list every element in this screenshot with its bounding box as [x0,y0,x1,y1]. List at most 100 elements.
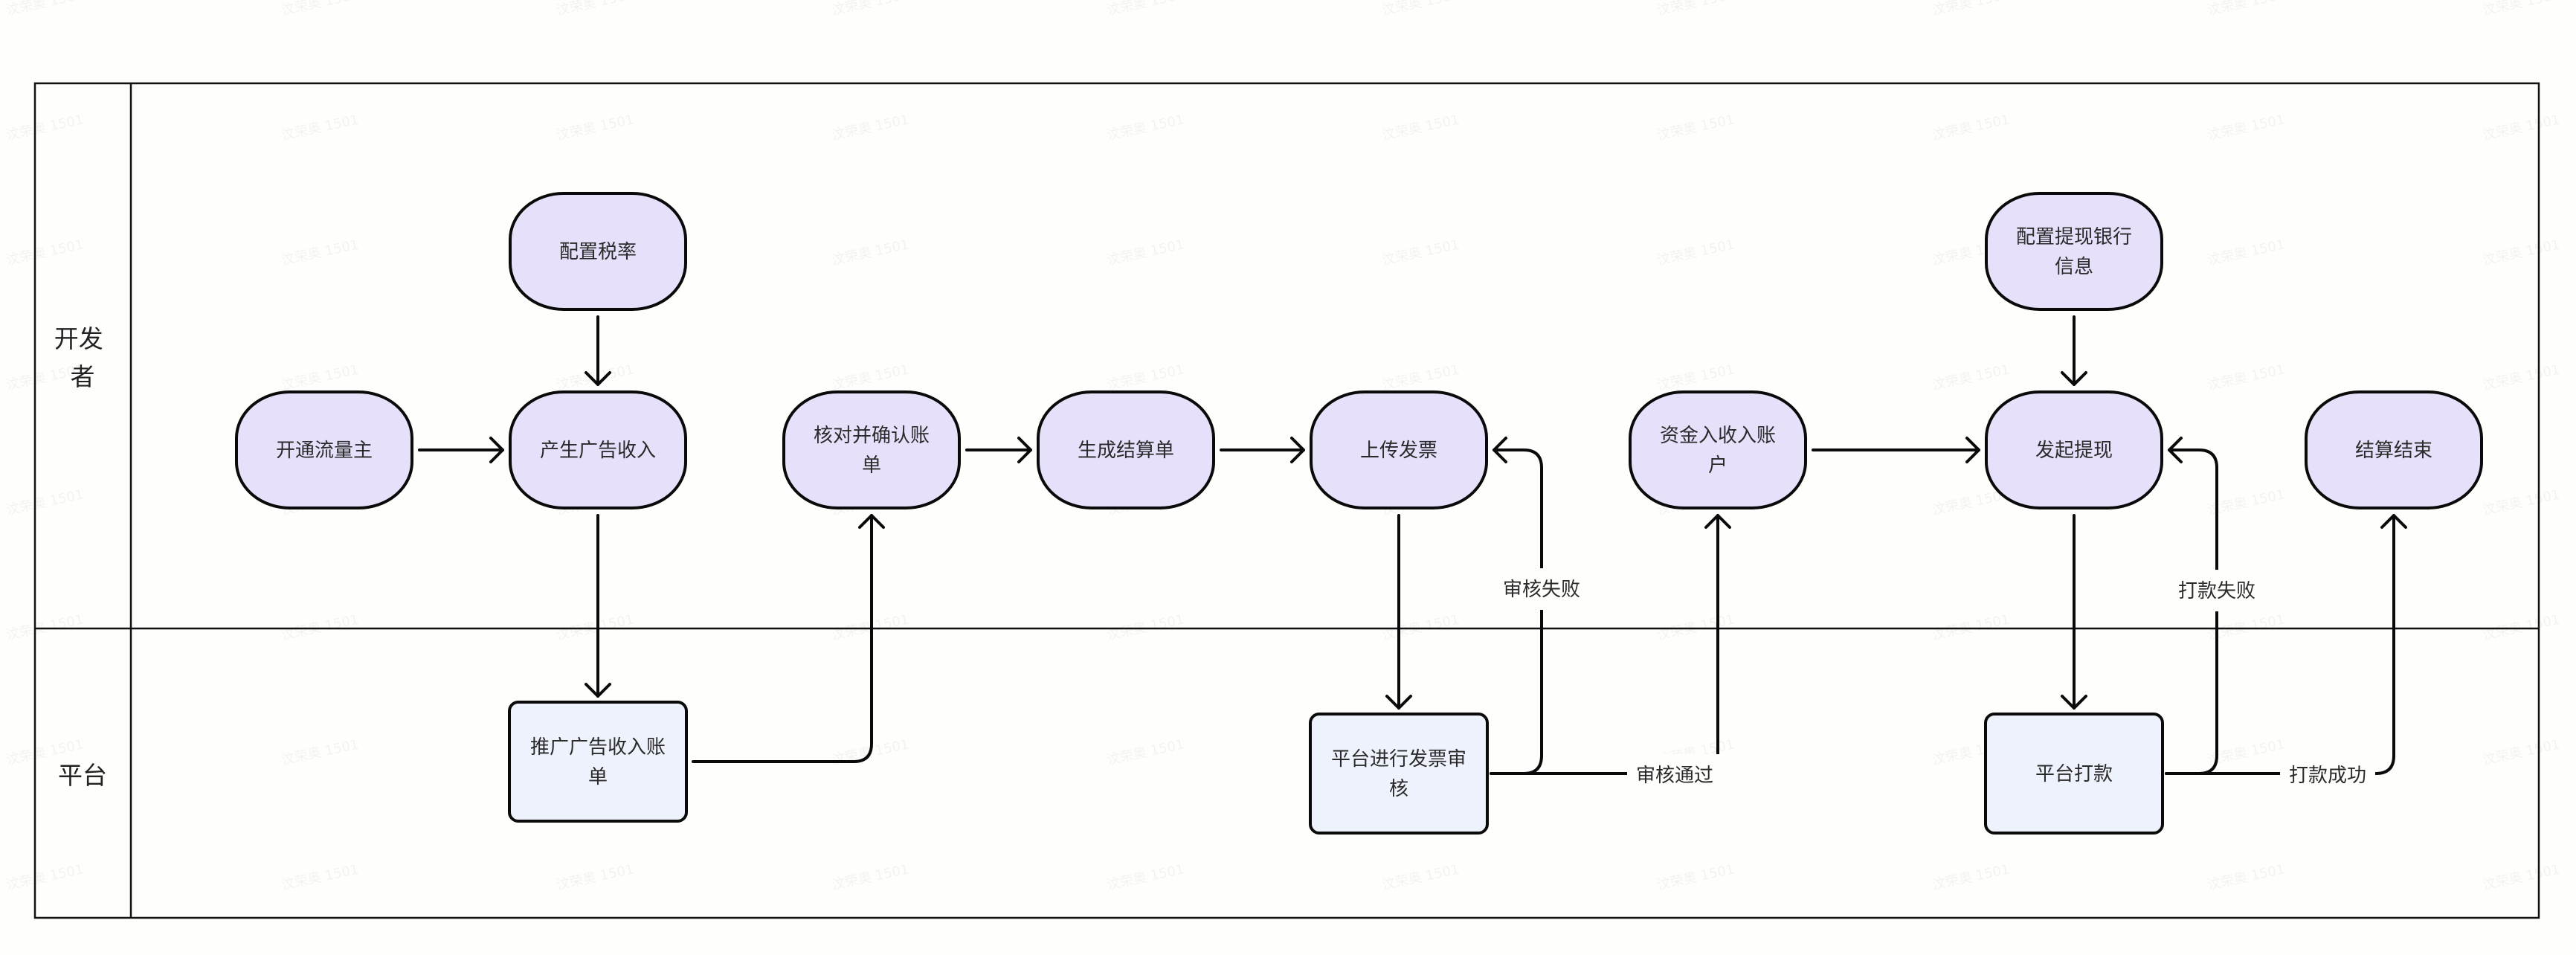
node-label: 平台打款 [2035,763,2113,785]
swimlane-frame [33,82,2540,919]
node-config-tax[interactable]: 配置税率 [509,192,687,311]
node-config-bank[interactable]: 配置提现银行信息 [1985,192,2163,311]
watermark-text: 汶荣奥 1501 [1106,112,1186,143]
node-label-line: 配置税率 [559,241,637,263]
arrowhead-icon [1704,514,1731,529]
watermark-text: 汶荣奥 1501 [1931,0,2012,19]
node-withdraw[interactable]: 发起提现 [1985,390,2163,509]
edge-label-background [1627,754,1722,796]
watermark-text: 汶荣奥 1501 [2482,361,2562,393]
node-label-line: 配置提现银行 [2016,226,2132,248]
arrowhead-icon [585,371,611,386]
node-label: 结算结束 [2355,440,2432,462]
node-funds-in[interactable]: 资金入收入账户 [1629,390,1807,509]
watermark-text: 汶荣奥 1501 [5,861,86,893]
watermark-text: 汶荣奥 1501 [1656,0,1736,19]
watermark-text: 汶荣奥 1501 [5,611,86,643]
connector-line [1490,514,1719,775]
lane-label-developer: 开发 者 [54,324,112,391]
watermark-text: 汶荣奥 1501 [2206,861,2287,893]
watermark-text: 汶荣奥 1501 [556,861,636,893]
watermark-text: 汶荣奥 1501 [831,0,911,19]
watermark-text: 汶荣奥 1501 [1106,361,1186,393]
watermark-text: 汶荣奥 1501 [1931,112,2012,143]
watermark-text: 汶荣奥 1501 [2206,237,2287,268]
terminal-shape [782,390,961,509]
node-label-line: 结算结束 [2355,440,2432,462]
node-label: 平台进行发票审核 [1331,748,1466,800]
node-label: 核对并确认账单 [814,425,930,477]
connector-line [692,514,873,763]
watermark-text: 汶荣奥 1501 [2482,736,2562,768]
watermark-text: 汶荣奥 1501 [1381,112,1461,143]
watermark-text: 汶荣奥 1501 [1106,861,1186,893]
edge-label-e13: 打款失败 [2169,570,2264,611]
watermark-text: 汶荣奥 1501 [2482,861,2562,893]
watermark-text: 汶荣奥 1501 [280,611,361,643]
edge-label-e9: 审核通过 [1627,754,1722,796]
watermark-text: 汶荣奥 1501 [5,112,86,143]
node-platform-pay[interactable]: 平台打款 [1984,713,2164,835]
arrowhead-icon [585,683,611,698]
node-label: 上传发票 [1360,440,1437,462]
lane-label-platform: 平台 [58,761,107,790]
node-label-line: 生成结算单 [1078,440,1174,462]
watermark-text: 汶荣奥 1501 [831,237,911,268]
watermark-text: 汶荣奥 1501 [5,0,86,19]
watermark-text: 汶荣奥 1501 [1931,861,2012,893]
node-label-line: 资金入收入账 [1660,425,1776,447]
edge-verify-bill-to-gen-settlement [965,437,1032,463]
node-ad-revenue[interactable]: 产生广告收入 [509,390,687,509]
node-label-line: 信息 [2055,256,2093,278]
edge-withdraw-to-platform-pay [2061,514,2087,710]
node-label-line: 平台进行发票审 [1331,748,1466,771]
terminal-shape [1310,390,1488,509]
watermark-text: 汶荣奥 1501 [1381,237,1461,268]
edge-gen-settlement-to-upload-invoice [1220,437,1305,463]
watermark-text: 汶荣奥 1501 [280,361,361,393]
edge-push-bill-to-verify-bill [692,514,885,763]
terminal-shape [235,390,413,509]
watermark-text: 汶荣奥 1501 [1106,0,1186,19]
edge-invoice-review-to-funds-in [1490,514,1731,775]
node-open-traffic[interactable]: 开通流量主 [235,390,413,509]
terminal-shape [1985,390,2163,509]
watermark-text: 汶荣奥 1501 [1106,237,1186,268]
node-label-line: 开通流量主 [276,440,373,462]
node-push-bill[interactable]: 推广广告收入账单 [508,701,688,823]
arrowhead-icon [858,514,885,529]
watermark-text: 汶荣奥 1501 [280,237,361,268]
watermark-text: 汶荣奥 1501 [2482,237,2562,268]
watermark-text: 汶荣奥 1501 [2482,112,2562,143]
edge-config-tax-to-ad-revenue [585,315,611,386]
watermark-text: 汶荣奥 1501 [831,112,911,143]
node-label: 配置税率 [559,241,637,263]
watermark-text: 汶荣奥 1501 [5,237,86,268]
node-gen-settlement[interactable]: 生成结算单 [1037,390,1215,509]
node-label: 产生广告收入 [540,440,656,462]
terminal-shape [1985,192,2163,311]
watermark-text: 汶荣奥 1501 [2482,611,2562,643]
watermark-text: 汶荣奥 1501 [280,861,361,893]
connector-line [2165,514,2395,775]
node-invoice-review[interactable]: 平台进行发票审核 [1309,713,1489,835]
arrowhead-icon [2061,371,2087,386]
arrowhead-icon [489,437,504,463]
watermark-text: 汶荣奥 1501 [1931,611,2012,643]
terminal-shape [1037,390,1215,509]
watermark-text: 汶荣奥 1501 [1656,112,1736,143]
terminal-shape [509,390,687,509]
watermark-text: 汶荣奥 1501 [280,736,361,768]
node-settle-end[interactable]: 结算结束 [2305,390,2483,509]
edge-label-background [2169,570,2264,611]
edge-funds-in-to-withdraw [1812,437,1980,463]
edge-label-e8: 审核失败 [1494,568,1589,610]
watermark-text: 汶荣奥 1501 [556,112,636,143]
node-verify-bill[interactable]: 核对并确认账单 [782,390,961,509]
node-label-line: 平台打款 [2035,763,2113,785]
watermark-text: 汶荣奥 1501 [2482,486,2562,518]
node-upload-invoice[interactable]: 上传发票 [1310,390,1488,509]
edge-label-background [2280,754,2375,796]
